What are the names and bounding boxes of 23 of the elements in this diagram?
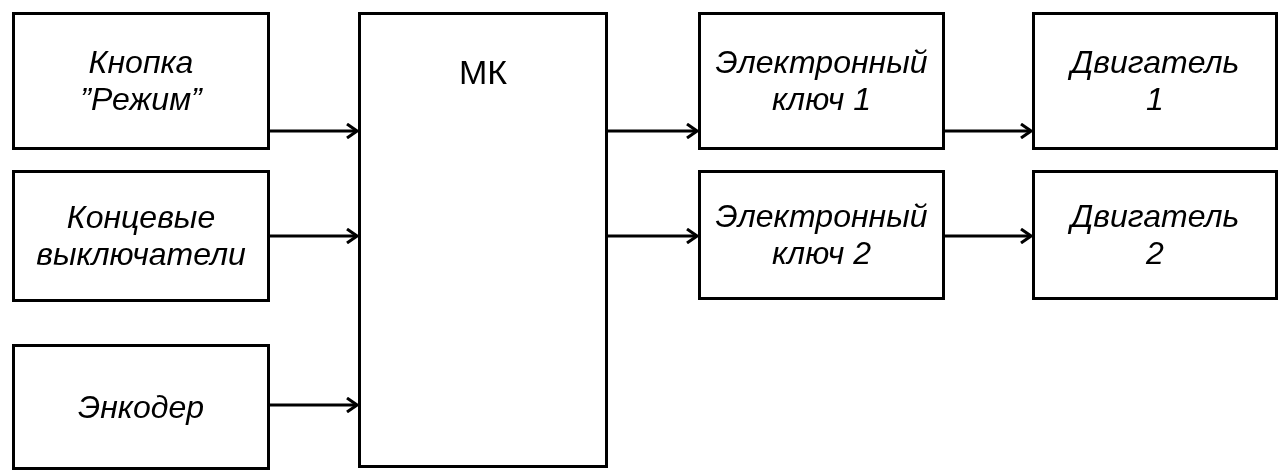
block-label: Электронный ключ 1 (715, 44, 928, 118)
arrow (945, 227, 1033, 245)
block-label: Двигатель 1 (1067, 44, 1241, 118)
block (1032, 170, 1278, 300)
block (1032, 12, 1278, 150)
arrow (270, 122, 359, 140)
arrow (608, 122, 699, 140)
block-label: Концевые выключатели (36, 199, 246, 273)
block (698, 12, 945, 150)
block-label: Электронный ключ 2 (715, 198, 928, 272)
microcontroller-block (358, 12, 608, 468)
block-label: Кнопка ”Режим” (79, 44, 204, 118)
arrow (608, 227, 699, 245)
block (698, 170, 945, 300)
block (12, 12, 270, 150)
block-label: Энкодер (78, 388, 204, 426)
arrow (270, 396, 359, 414)
block (12, 170, 270, 302)
block-label: Двигатель 2 (1067, 198, 1241, 272)
arrow (270, 227, 359, 245)
arrow (945, 122, 1033, 140)
block (12, 344, 270, 470)
block-label: МК (458, 53, 508, 93)
